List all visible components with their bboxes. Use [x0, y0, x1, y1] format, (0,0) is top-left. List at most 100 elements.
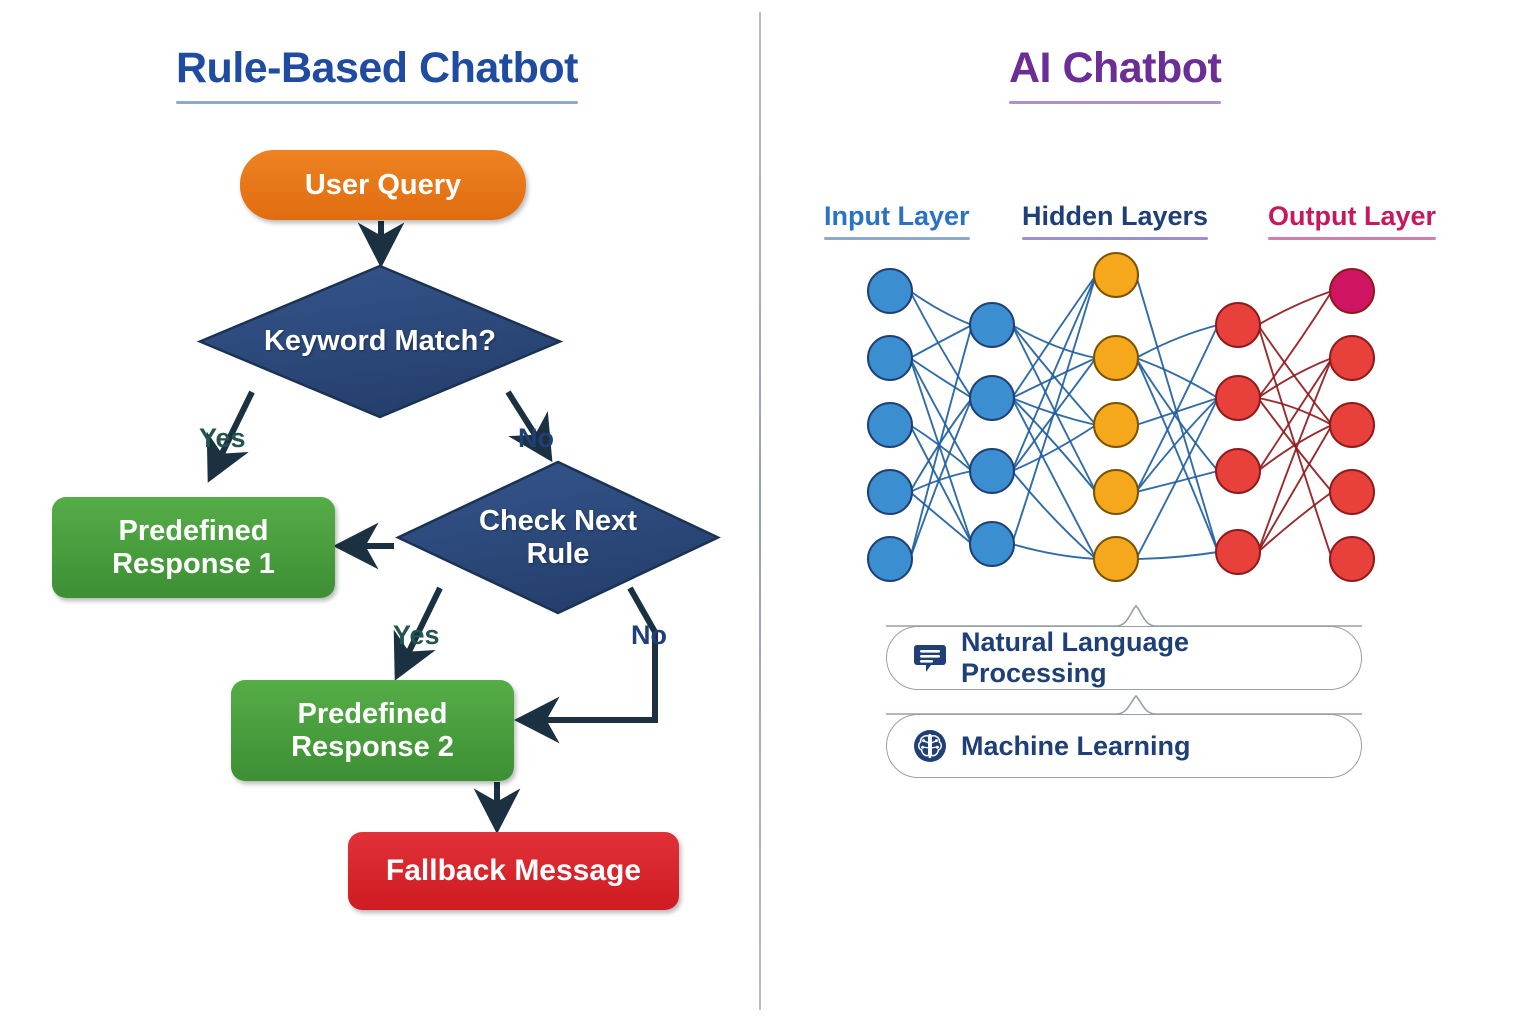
layer-label-output-text: Output Layer: [1268, 201, 1437, 231]
network-edge: [1135, 397, 1219, 560]
resp1-line2: Response 1: [112, 547, 275, 580]
network-edge: [1011, 397, 1097, 493]
layer-label-output-underline: [1268, 237, 1437, 240]
network-node-2-2: [969, 375, 1015, 421]
neural-network-graphic: [867, 252, 1375, 582]
network-edge: [1011, 424, 1097, 472]
network-edge: [909, 397, 973, 493]
network-node-3-2: [1093, 335, 1139, 381]
network-node-5-4: [1329, 469, 1375, 515]
network-node-4-4: [1215, 529, 1261, 575]
network-edge: [909, 324, 973, 359]
network-node-2-1: [969, 302, 1015, 348]
network-node-1-2: [867, 335, 913, 381]
network-edge: [1257, 357, 1333, 553]
node-fallback-message-label: Fallback Message: [385, 854, 642, 888]
network-node-5-2: [1329, 335, 1375, 381]
network-edge: [1257, 397, 1333, 493]
network-edge: [909, 424, 973, 472]
resp1-line1: Predefined: [118, 515, 269, 548]
network-edge: [909, 470, 973, 493]
network-edge: [909, 357, 973, 472]
resp2-line2: Response 2: [291, 730, 454, 763]
edge-label-no-1: No: [518, 423, 554, 453]
callout-nlp-label: Natural Language Processing: [961, 627, 1190, 688]
network-edge: [1257, 424, 1333, 472]
network-node-2-4: [969, 521, 1015, 567]
network-edge: [1011, 397, 1097, 560]
network-edge: [1011, 324, 1097, 359]
network-node-5-5: [1329, 536, 1375, 582]
network-node-3-5: [1093, 536, 1139, 582]
node-fallback-message[interactable]: Fallback Message: [348, 832, 679, 910]
network-edge: [1011, 324, 1097, 426]
layer-label-hidden-underline: [1022, 237, 1209, 240]
network-node-5-1: [1329, 268, 1375, 314]
network-edge: [1135, 324, 1219, 493]
network-edge: [1257, 290, 1333, 326]
network-edge: [1011, 274, 1097, 545]
layer-label-hidden: Hidden Layers: [1022, 201, 1209, 240]
network-edge: [1257, 397, 1333, 426]
node-check-next-rule[interactable]: Check Next Rule: [395, 460, 721, 615]
network-edge: [1135, 397, 1219, 493]
resp2-line1: Predefined: [297, 698, 448, 731]
network-node-1-5: [867, 536, 913, 582]
title-text-right: AI Chatbot: [1009, 44, 1222, 92]
title-underline-right: [1009, 101, 1222, 104]
page-title-rule-based: Rule-Based Chatbot: [176, 44, 578, 104]
layer-label-input-underline: [824, 237, 970, 240]
network-nodes: [867, 252, 1375, 582]
network-edge: [1011, 324, 1097, 493]
flowchart-connectors: [206, 221, 658, 835]
network-edge: [909, 357, 973, 399]
network-edge: [1135, 324, 1219, 359]
network-node-4-2: [1215, 375, 1261, 421]
network-edge: [909, 324, 973, 560]
page-title-ai-chatbot: AI Chatbot: [1009, 44, 1222, 104]
network-node-1-4: [867, 469, 913, 515]
network-edge: [1257, 491, 1333, 553]
node-user-query-label: User Query: [304, 168, 462, 201]
network-edge: [909, 357, 973, 545]
network-edge: [1135, 551, 1219, 560]
network-node-3-1: [1093, 252, 1139, 298]
network-node-3-4: [1093, 469, 1139, 515]
node-predefined-response-2[interactable]: Predefined Response 2: [231, 680, 514, 781]
network-edge: [1257, 290, 1333, 399]
node-user-query[interactable]: User Query: [240, 150, 526, 220]
node-predefined-response-1-label: Predefined Response 1: [112, 515, 275, 580]
chat-bubble-icon: [914, 645, 946, 672]
network-edge: [1257, 357, 1333, 472]
node-predefined-response-1[interactable]: Predefined Response 1: [52, 497, 335, 598]
title-underline-left: [176, 101, 578, 104]
network-edge: [1011, 543, 1097, 560]
callout-nlp[interactable]: Natural Language Processing: [886, 626, 1362, 690]
network-node-4-1: [1215, 302, 1261, 348]
network-node-5-3: [1329, 402, 1375, 448]
callout-ml[interactable]: Machine Learning: [886, 714, 1362, 778]
layer-label-hidden-text: Hidden Layers: [1022, 201, 1209, 231]
network-edge: [1011, 470, 1097, 560]
network-node-3-3: [1093, 402, 1139, 448]
network-edge: [1011, 357, 1097, 399]
network-edge: [1135, 357, 1219, 553]
network-edge: [909, 290, 973, 399]
network-edges: [909, 274, 1333, 560]
network-edge: [909, 491, 973, 545]
network-edge: [1011, 274, 1097, 472]
network-edge: [1011, 274, 1097, 399]
network-node-2-3: [969, 448, 1015, 494]
network-edge: [1135, 274, 1219, 553]
network-node-1-3: [867, 402, 913, 448]
network-edge: [1135, 357, 1219, 399]
node-keyword-match[interactable]: Keyword Match?: [196, 264, 564, 419]
network-node-1-1: [867, 268, 913, 314]
edge-label-yes-1: Yes: [199, 423, 246, 453]
network-edge: [1257, 424, 1333, 553]
brain-icon: [914, 730, 946, 762]
edge-label-no-2: No: [631, 620, 667, 650]
callout-ml-label: Machine Learning: [961, 730, 1191, 761]
node-predefined-response-2-label: Predefined Response 2: [291, 698, 454, 763]
